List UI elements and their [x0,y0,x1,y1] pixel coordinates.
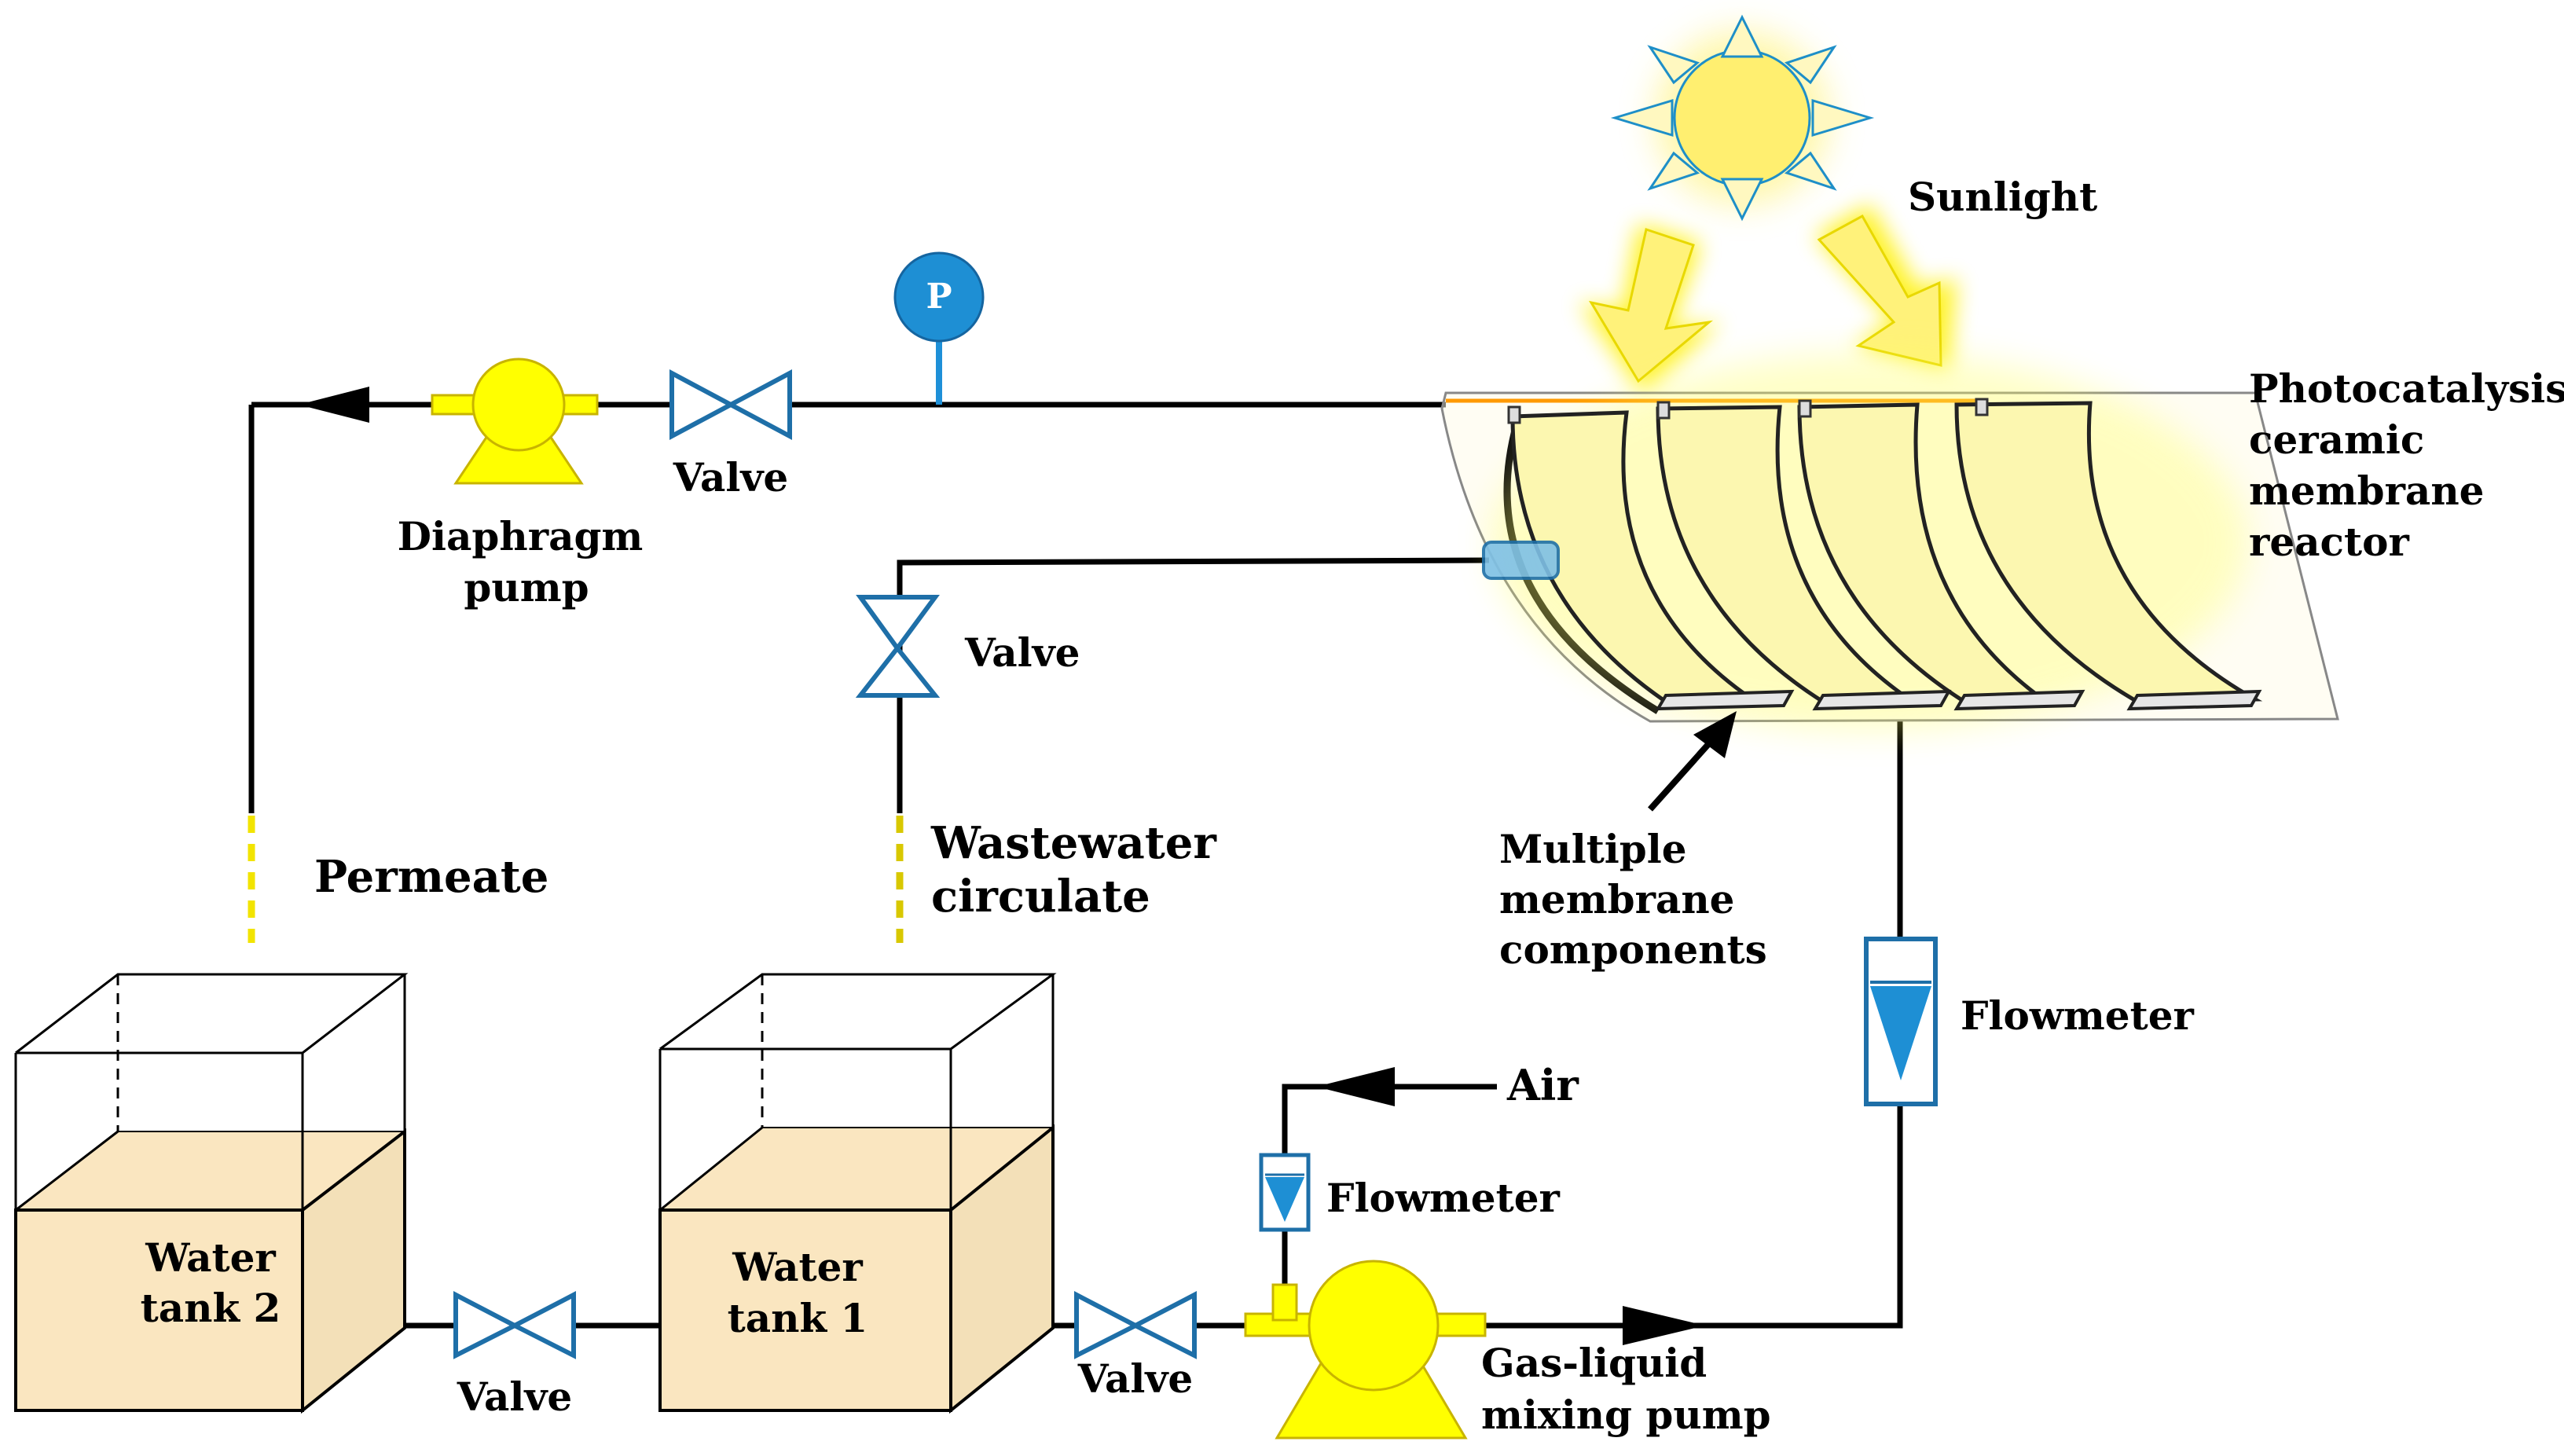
valve-top-icon [669,369,792,440]
flowmeter-right-label: Flowmeter [1961,992,2195,1039]
gas-liquid-pump-icon [1244,1260,1487,1439]
sun-icon [1610,14,1875,222]
sunlight-label: Sunlight [1908,174,2097,220]
flowmeter-air-label: Flowmeter [1326,1175,1561,1221]
pipe-air [1282,1084,1497,1155]
diaphragm-pump-icon [431,358,599,485]
arrow-left-top [299,387,369,423]
flowmeter-right-icon [1864,937,1938,1106]
air-label: Air [1506,1060,1579,1110]
arrow-right-return [1623,1306,1705,1345]
labels: Sunlight Photocatalysis ceramic membrane… [141,174,2564,1438]
sunlight-arrow-right [1817,214,1942,367]
valve-top-label: Valve [673,454,788,501]
water-tank-1-label-line1: Water [732,1244,863,1290]
wastewater-label-line2: circulate [931,871,1150,922]
dashed-drops [248,816,904,943]
valve-icons [453,369,1197,1359]
membrane-components-label-line1: Multiple [1499,826,1687,872]
gas-liquid-pump-label-line1: Gas-liquid [1481,1340,1707,1386]
sunlight-arrows [1579,204,1957,393]
wastewater-label-line1: Wastewater [930,817,1217,869]
membrane-components-label-line2: membrane [1499,876,1735,922]
diaphragm-pump-label-line2: pump [464,564,589,611]
valve-tank-icon [453,1291,576,1359]
valve-mid-icon [855,595,941,698]
reactor-inlet-connector [1482,541,1560,580]
pipe-wastewater [897,557,1490,813]
flowmeter-air-icon [1259,1153,1311,1232]
water-tank-2-label-line2: tank 2 [141,1285,281,1331]
valve-pump-label: Valve [1077,1355,1193,1402]
gas-liquid-pump-label-line2: mixing pump [1481,1392,1771,1438]
reactor-label-line2: ceramic [2249,416,2424,463]
pressure-gauge: P [893,251,985,405]
water-tank-1-label-line2: tank 1 [728,1295,868,1341]
membrane-pointer-arrow [1648,711,1737,812]
reactor-label-line3: membrane [2249,468,2485,514]
diaphragm-pump-label-line1: Diaphragm [398,513,644,559]
water-tank-1 [658,973,1057,1414]
water-tank-2-label-line1: Water [145,1234,276,1281]
sunlight-arrow-left [1588,228,1714,383]
permeate-label: Permeate [314,851,548,903]
photocatalysis-reactor [1440,354,2339,731]
reactor-label-line4: reactor [2249,519,2409,565]
pressure-gauge-label: P [926,277,952,317]
membrane-components-label-line3: components [1499,926,1767,973]
reactor-label-line1: Photocatalysis [2249,365,2564,412]
flow-arrows [251,387,1705,1345]
valve-pump-icon [1074,1291,1197,1359]
valve-mid-label: Valve [964,629,1080,676]
water-tank-2 [14,973,409,1414]
valve-tank-label: Valve [457,1373,572,1420]
arrow-left-air [1316,1067,1395,1106]
